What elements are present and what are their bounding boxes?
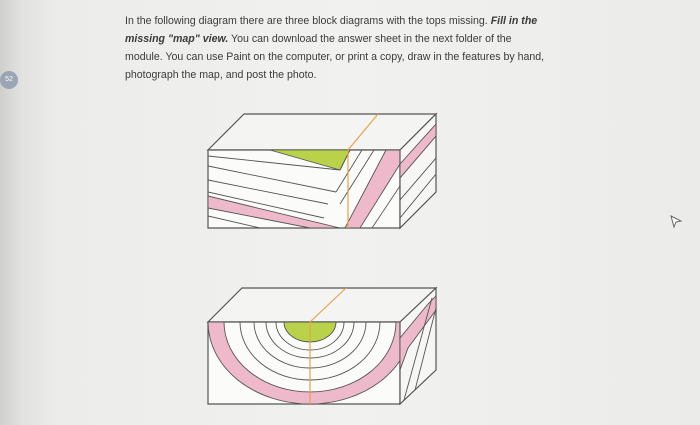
- mouse-pointer-icon: [670, 215, 683, 228]
- block-1-pink-layer: [208, 195, 341, 228]
- question-instructions: You can download the answer sheet in the…: [125, 33, 545, 81]
- left-margin-strip: [0, 0, 24, 425]
- block-1-top-face: [206, 113, 438, 151]
- block-diagram-1: [206, 112, 438, 230]
- page-number-badge: 52: [0, 71, 18, 89]
- block-diagram-2: [206, 286, 438, 406]
- question-emphasis: Fill in the missing "map" view.: [125, 15, 538, 45]
- block-2-front-beds: [208, 322, 400, 404]
- block-1-front-beds: [208, 150, 400, 228]
- block-diagrams-figure: [200, 108, 450, 418]
- question-text: In the following diagram there are three…: [125, 12, 545, 84]
- block-diagrams-svg: [206, 112, 438, 406]
- block-2-pink-layer: [208, 322, 400, 404]
- question-intro: In the following diagram there are three…: [125, 15, 488, 27]
- block-2-top-face: [206, 287, 438, 323]
